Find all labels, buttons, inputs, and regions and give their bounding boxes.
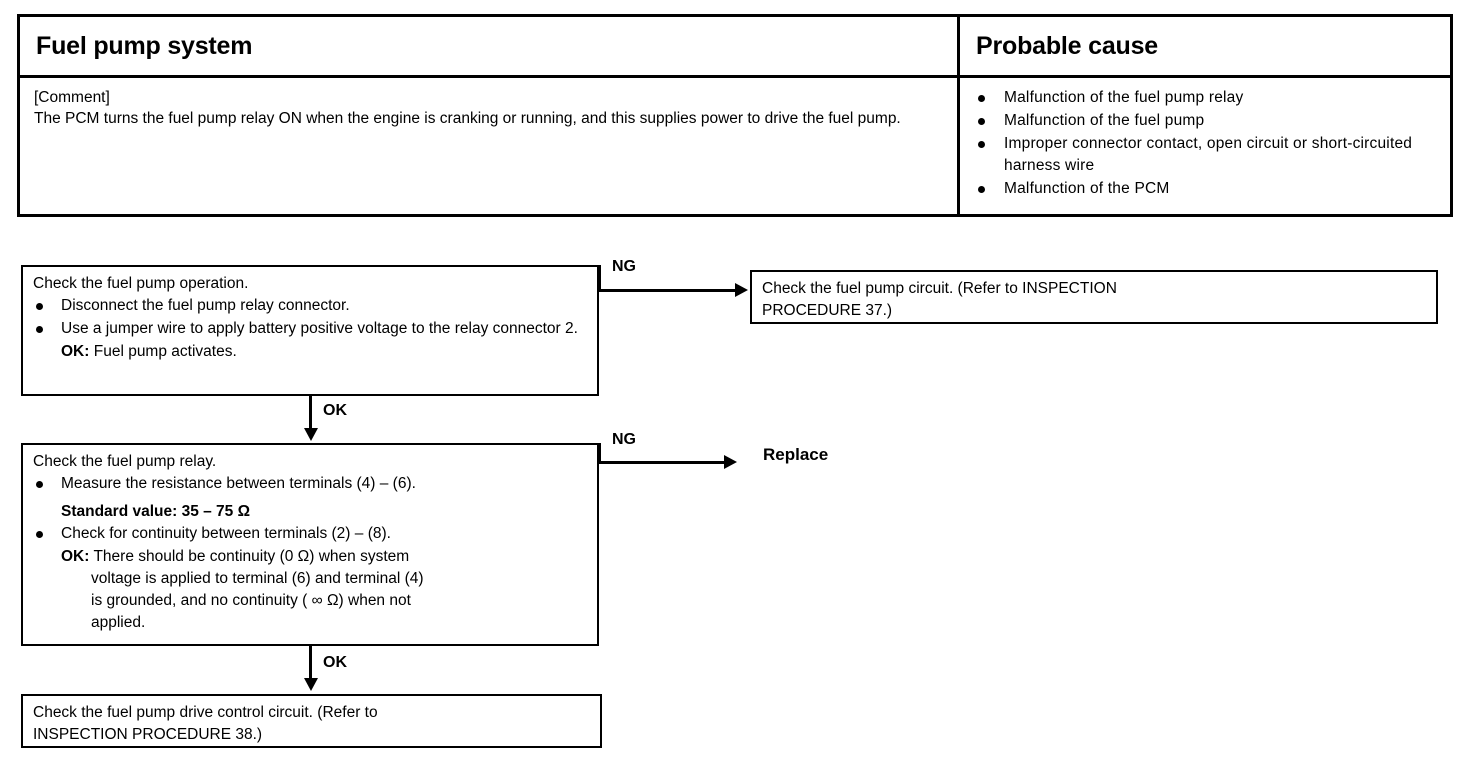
connector-ng-top-line [598, 289, 737, 292]
edge-label-ok-top: OK [323, 402, 347, 419]
connector-ok-top-line [309, 396, 312, 431]
list-item: Malfunction of the fuel pump relay [974, 87, 1440, 109]
flow-box-check-fuel-pump-operation: Check the fuel pump operation. Disconnec… [21, 265, 599, 396]
ok-text-line-3: is grounded, and no continuity ( ∞ Ω) wh… [91, 592, 411, 609]
arrow-ok-top [304, 428, 318, 441]
edge-label-ok-middle: OK [323, 654, 347, 671]
ok-label: OK: [61, 548, 90, 565]
edge-label-ng-middle: NG [612, 431, 636, 448]
flow-box-heading: Check the fuel pump operation. [33, 275, 249, 292]
flow-box-ok-criteria: OK: There should be continuity (0 Ω) whe… [33, 546, 588, 568]
flow-box-check-fuel-pump-relay: Check the fuel pump relay. Measure the r… [21, 443, 599, 646]
table-header-cell-cause: Probable cause [960, 17, 1450, 75]
table-header-system-label: Fuel pump system [36, 31, 253, 60]
table-body-row: [Comment] The PCM turns the fuel pump re… [20, 78, 1450, 214]
arrow-ng-top [735, 283, 748, 297]
flow-box-line-1: Check the fuel pump circuit. (Refer to I… [762, 280, 1117, 297]
list-item: Use a jumper wire to apply battery posit… [33, 318, 588, 340]
list-item: Check for continuity between terminals (… [33, 523, 588, 545]
standard-value-line: Standard value: 35 – 75 Ω [61, 503, 251, 520]
comment-body: The PCM turns the fuel pump relay ON whe… [34, 110, 901, 127]
table-cell-comment: [Comment] The PCM turns the fuel pump re… [20, 78, 960, 214]
list-item: Disconnect the fuel pump relay connector… [33, 295, 588, 317]
ok-text-line-4: applied. [91, 614, 146, 631]
flow-box-line-1: Check the fuel pump drive control circui… [33, 704, 378, 721]
probable-cause-list: Malfunction of the fuel pump relay Malfu… [974, 87, 1440, 200]
flow-box-heading: Check the fuel pump relay. [33, 453, 217, 470]
table-header-cell-system: Fuel pump system [20, 17, 960, 75]
list-item: Malfunction of the PCM [974, 178, 1440, 200]
ok-text: Fuel pump activates. [93, 343, 237, 360]
flow-box-steps: Measure the resistance between terminals… [33, 473, 588, 495]
table-cell-probable-causes: Malfunction of the fuel pump relay Malfu… [960, 78, 1450, 214]
ok-label: OK: [61, 343, 90, 360]
flow-box-ok-criteria: OK: Fuel pump activates. [33, 341, 588, 363]
ok-text-line-1: There should be continuity (0 Ω) when sy… [93, 548, 410, 565]
flow-box-line-2: PROCEDURE 37.) [762, 302, 893, 319]
comment-tag: [Comment] [34, 89, 110, 106]
list-item: Malfunction of the fuel pump [974, 110, 1440, 132]
flow-box-check-fuel-pump-drive-control-circuit: Check the fuel pump drive control circui… [21, 694, 602, 748]
list-item: Improper connector contact, open circuit… [974, 133, 1440, 177]
probable-cause-table: Fuel pump system Probable cause [Comment… [17, 14, 1453, 217]
flow-box-steps: Disconnect the fuel pump relay connector… [33, 295, 588, 340]
flow-box-line-2: INSPECTION PROCEDURE 38.) [33, 726, 263, 743]
connector-ng-middle-line [598, 461, 726, 464]
arrow-ok-middle [304, 678, 318, 691]
table-header-row: Fuel pump system Probable cause [20, 17, 1450, 78]
arrow-ng-middle [724, 455, 737, 469]
ok-text-line-2: voltage is applied to terminal (6) and t… [91, 570, 424, 587]
edge-label-ng-top: NG [612, 258, 636, 275]
list-item: Measure the resistance between terminals… [33, 473, 588, 495]
flow-box-steps-2: Check for continuity between terminals (… [33, 523, 588, 545]
table-header-cause-label: Probable cause [976, 31, 1159, 60]
connector-ok-middle-line [309, 646, 312, 681]
flow-box-check-fuel-pump-circuit: Check the fuel pump circuit. (Refer to I… [750, 270, 1438, 324]
result-label-replace: Replace [763, 445, 829, 464]
